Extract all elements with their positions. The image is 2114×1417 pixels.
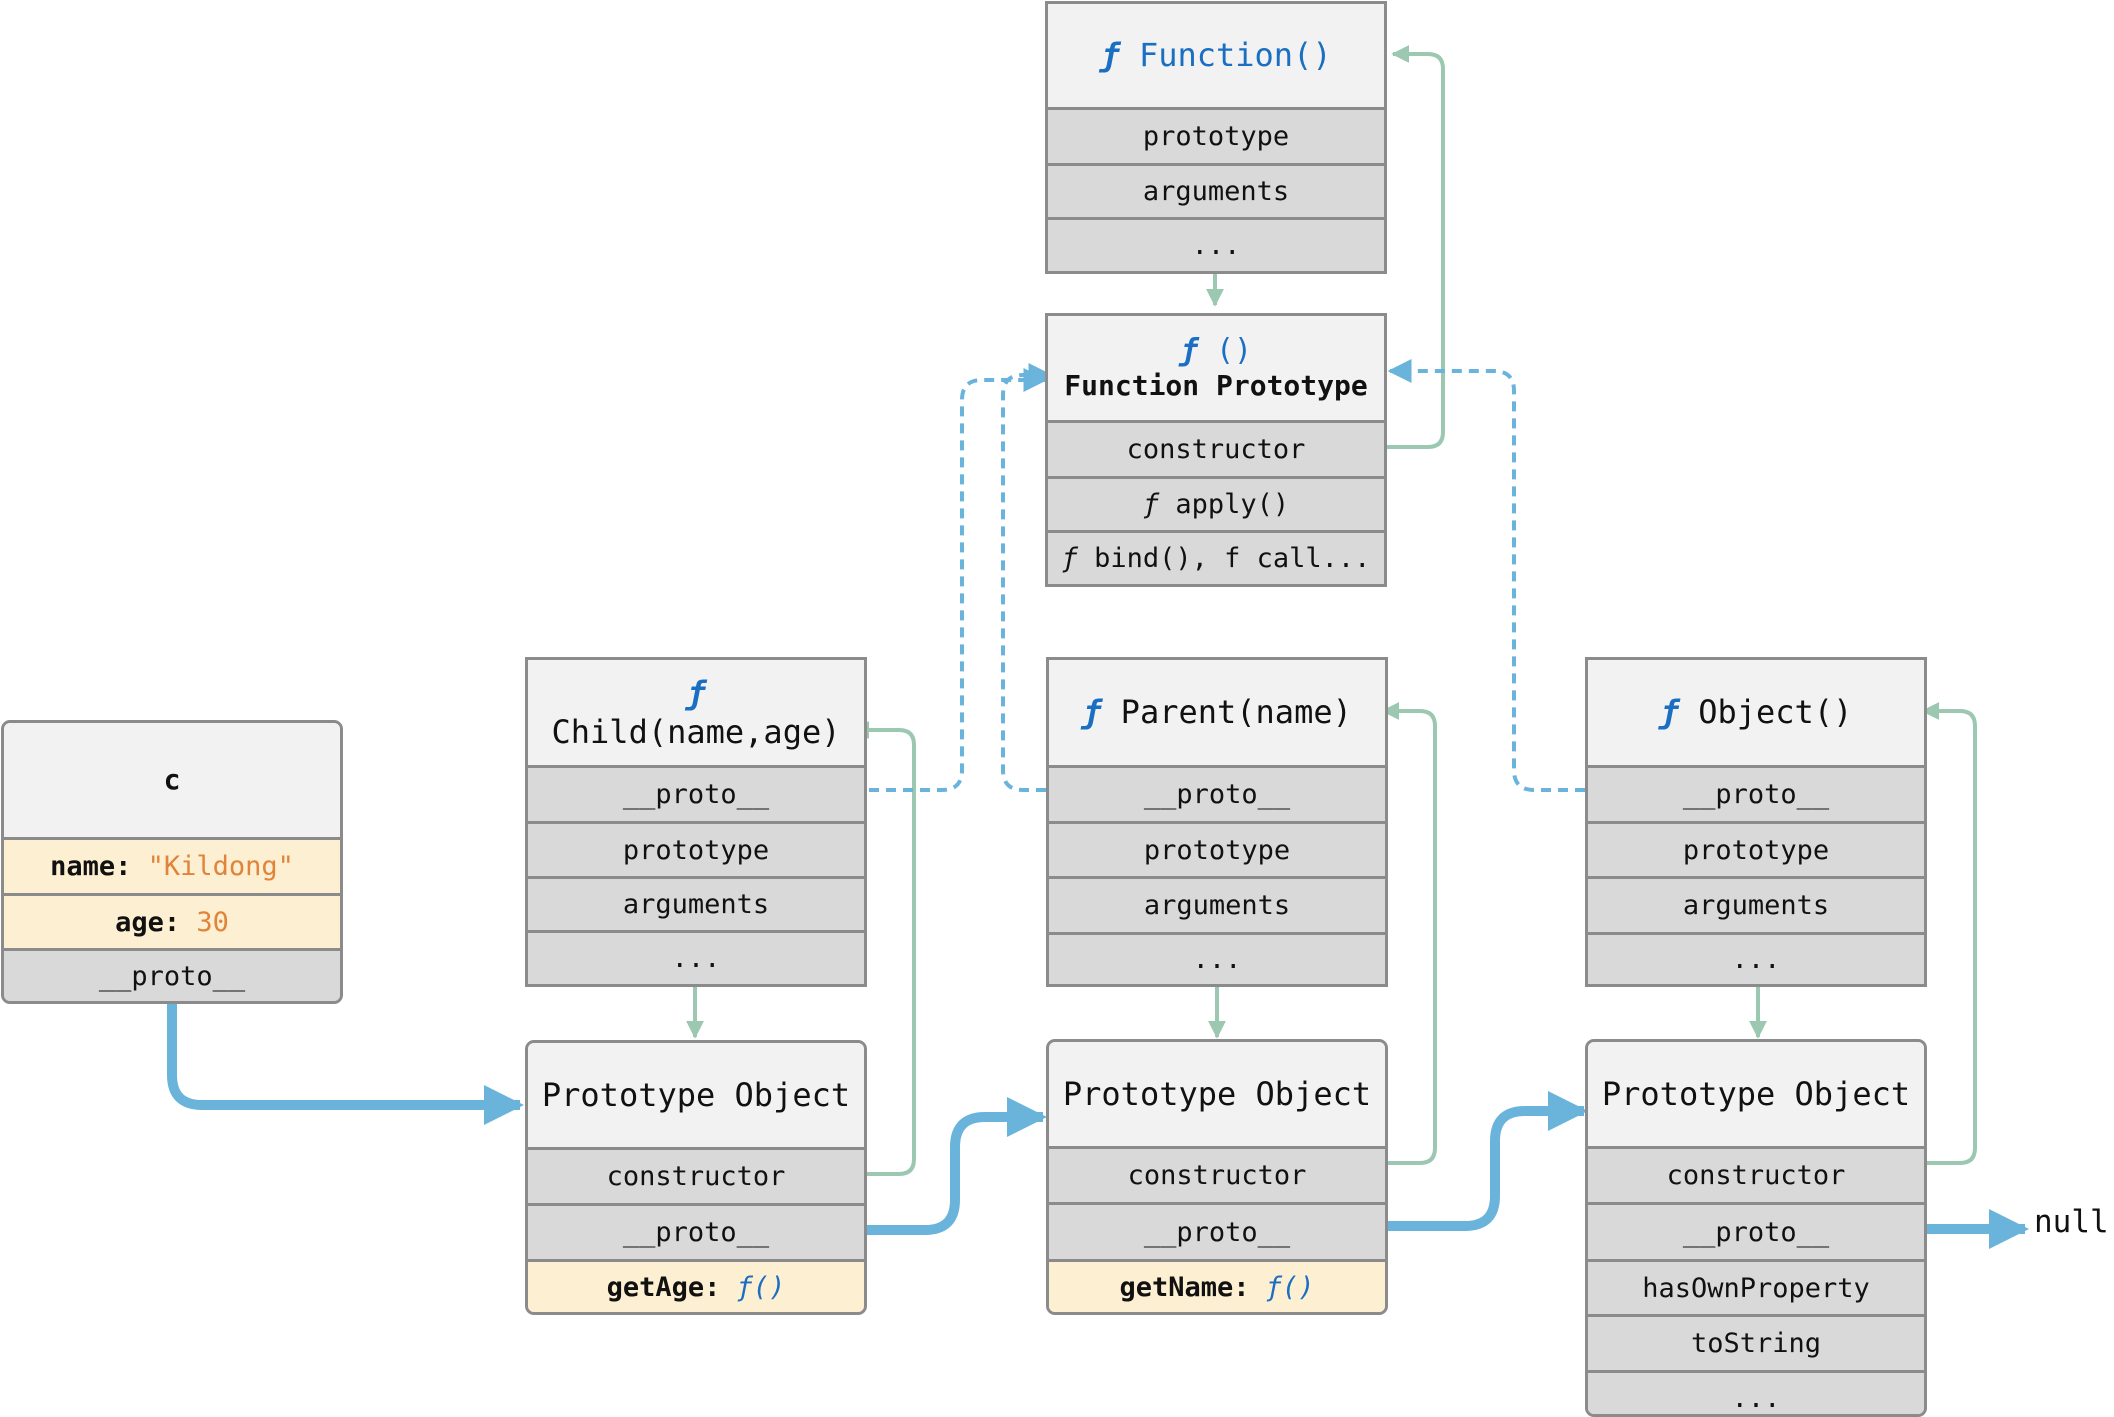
child-glyph-icon: ƒ bbox=[686, 674, 706, 713]
parent-proto-row: __proto__ bbox=[1049, 768, 1385, 824]
child-prototype-object-header: Prototype Object bbox=[528, 1043, 864, 1150]
function-prototype-bind-row: ƒ bind(), f call... bbox=[1048, 533, 1384, 584]
object-prototype-object-header: Prototype Object bbox=[1588, 1042, 1924, 1149]
object-prototype-object-box: Prototype Object constructor __proto__ h… bbox=[1585, 1039, 1927, 1417]
parent-ellipsis-row: ... bbox=[1049, 935, 1385, 984]
parent-proto-constructor-row: constructor bbox=[1049, 1149, 1385, 1205]
object-glyph-icon: ƒ bbox=[1659, 693, 1679, 732]
function-constructor-header: ƒ Function() bbox=[1048, 4, 1384, 110]
function-prototype-box: ƒ () Function Prototype constructor ƒ ap… bbox=[1045, 313, 1387, 587]
function-constructor-box: ƒ Function() prototype arguments ... bbox=[1045, 1, 1387, 274]
function-prototype-header: ƒ () Function Prototype bbox=[1048, 316, 1384, 423]
object-proto-constructor-row: constructor bbox=[1588, 1149, 1924, 1205]
apply-glyph-icon: ƒ bbox=[1142, 489, 1160, 520]
parent-proto-proto-row: __proto__ bbox=[1049, 1205, 1385, 1262]
object-prototype-row: prototype bbox=[1588, 824, 1924, 879]
parent-prototype-row: prototype bbox=[1049, 824, 1385, 879]
object-proto-hasownproperty-row: hasOwnProperty bbox=[1588, 1262, 1924, 1317]
link-funcproto-constructor bbox=[1387, 45, 1445, 449]
child-proto-constructor-row: constructor bbox=[528, 1150, 864, 1206]
parent-glyph-icon: ƒ bbox=[1082, 693, 1102, 732]
object-constructor-header: ƒ Object() bbox=[1588, 660, 1924, 768]
link-parentproto-chain bbox=[1388, 1091, 1588, 1231]
instance-c-header: c bbox=[4, 723, 340, 840]
getname-key: getName: bbox=[1119, 1271, 1250, 1303]
parent-arguments-row: arguments bbox=[1049, 879, 1385, 935]
child-proto-proto-row: __proto__ bbox=[528, 1206, 864, 1262]
link-object-proto-dashed bbox=[1387, 359, 1585, 792]
object-constructor-name: Object() bbox=[1698, 693, 1853, 732]
object-prototype-object-title: Prototype Object bbox=[1601, 1074, 1911, 1113]
function-prototype-constructor-row: constructor bbox=[1048, 423, 1384, 479]
name-value: "Kildong" bbox=[147, 851, 294, 882]
parent-constructor-header: ƒ Parent(name) bbox=[1049, 660, 1385, 768]
child-proto-row: __proto__ bbox=[528, 768, 864, 824]
instance-c-box: c name: "Kildong" age: 30 __proto__ bbox=[1, 720, 343, 1004]
function-prototype-apply-row: ƒ apply() bbox=[1048, 479, 1384, 533]
child-constructor-header: ƒ Child(name,age) bbox=[528, 660, 864, 768]
getage-key: getAge: bbox=[606, 1271, 721, 1303]
link-c-proto-chain bbox=[167, 990, 524, 1125]
parent-proto-getname-row: getName: ƒ() bbox=[1049, 1262, 1385, 1312]
getage-value: ƒ() bbox=[736, 1271, 786, 1303]
parent-prototype-object-header: Prototype Object bbox=[1049, 1042, 1385, 1149]
bind-label: bind(), f call... bbox=[1094, 543, 1371, 574]
link-childproto-chain bbox=[847, 1097, 1047, 1235]
object-ellipsis-row: ... bbox=[1588, 935, 1924, 984]
function-prototype-glyph-icon: ƒ bbox=[1179, 333, 1198, 369]
child-prototype-row: prototype bbox=[528, 824, 864, 879]
parent-constructor-box: ƒ Parent(name) __proto__ prototype argum… bbox=[1046, 657, 1388, 987]
bind-glyph-icon: ƒ bbox=[1061, 543, 1078, 574]
function-prototype-title: Function Prototype bbox=[1064, 369, 1368, 403]
function-constructor-name: Function() bbox=[1138, 36, 1332, 75]
parent-constructor-name: Parent(name) bbox=[1120, 693, 1352, 732]
object-constructor-box: ƒ Object() __proto__ prototype arguments… bbox=[1585, 657, 1927, 987]
function-prototype-row: prototype bbox=[1048, 110, 1384, 166]
object-proto-row: __proto__ bbox=[1588, 768, 1924, 824]
child-prototype-object-title: Prototype Object bbox=[541, 1075, 851, 1114]
function-prototype-signature: () bbox=[1216, 333, 1253, 369]
child-prototype-object-box: Prototype Object constructor __proto__ g… bbox=[525, 1040, 867, 1315]
object-proto-ellipsis-row: ... bbox=[1588, 1373, 1924, 1414]
name-key: name: bbox=[50, 851, 132, 882]
age-key: age: bbox=[115, 906, 181, 938]
object-arguments-row: arguments bbox=[1588, 879, 1924, 935]
object-proto-proto-row: __proto__ bbox=[1588, 1205, 1924, 1262]
getname-value: ƒ() bbox=[1265, 1271, 1315, 1303]
child-constructor-box: ƒ Child(name,age) __proto__ prototype ar… bbox=[525, 657, 867, 987]
instance-c-age-row: age: 30 bbox=[4, 896, 340, 951]
child-ellipsis-row: ... bbox=[528, 933, 864, 984]
child-proto-getage-row: getAge: ƒ() bbox=[528, 1262, 864, 1312]
instance-c-proto-row: __proto__ bbox=[4, 951, 340, 1001]
null-label: null bbox=[2034, 1204, 2109, 1240]
object-proto-tostring-row: toString bbox=[1588, 1317, 1924, 1373]
apply-label: apply() bbox=[1175, 489, 1290, 520]
parent-prototype-object-title: Prototype Object bbox=[1062, 1074, 1372, 1113]
instance-c-name-row: name: "Kildong" bbox=[4, 840, 340, 896]
function-glyph-icon: ƒ bbox=[1100, 36, 1120, 75]
function-ellipsis-row: ... bbox=[1048, 220, 1384, 271]
parent-prototype-object-box: Prototype Object constructor __proto__ g… bbox=[1046, 1039, 1388, 1315]
function-arguments-row: arguments bbox=[1048, 166, 1384, 220]
link-child-proto-dashed bbox=[852, 368, 1048, 792]
age-value: 30 bbox=[196, 906, 229, 938]
instance-c-title: c bbox=[163, 763, 181, 797]
link-parent-proto-dashed bbox=[1001, 363, 1053, 792]
child-arguments-row: arguments bbox=[528, 879, 864, 933]
child-constructor-name: Child(name,age) bbox=[551, 712, 841, 751]
